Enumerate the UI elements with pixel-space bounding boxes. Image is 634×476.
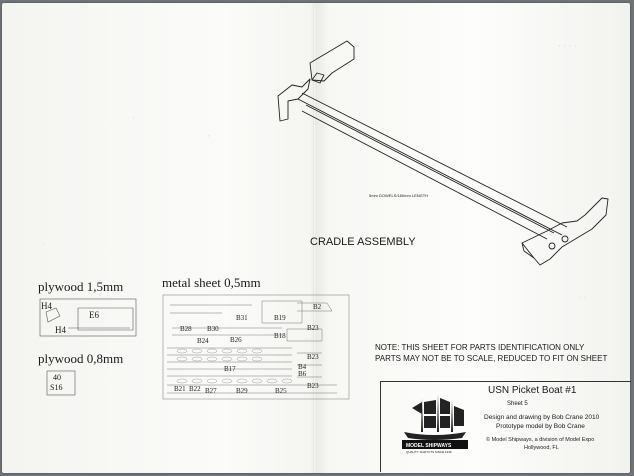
- faint-mark: ·: [207, 131, 210, 141]
- part-label: B17: [224, 365, 236, 373]
- part-label: S16: [50, 383, 63, 392]
- part-label: B23: [307, 382, 319, 390]
- plywood-08-heading: plywood 0,8mm: [38, 351, 124, 366]
- faint-mark: ·: [42, 239, 45, 249]
- ship-icon: [402, 394, 468, 449]
- part-label: B24: [197, 337, 209, 345]
- part-label: B19: [274, 314, 286, 322]
- city-line: Hollywood, FL: [524, 445, 559, 451]
- part-label: B26: [230, 336, 242, 344]
- logo-subtext: QUALITY SHIP KITS SINCE 1946: [406, 450, 452, 454]
- part-label: H4: [41, 301, 52, 311]
- part-label: 40: [53, 373, 61, 382]
- plywood-15-parts-drawing: [39, 298, 137, 337]
- part-label: B28: [180, 325, 192, 333]
- part-label: B23: [307, 353, 319, 361]
- part-label: B6: [298, 370, 307, 378]
- sheet-number: Sheet 5: [507, 401, 528, 407]
- part-label: B29: [236, 387, 248, 395]
- part-label: B2: [313, 303, 322, 311]
- part-label: B25: [275, 387, 287, 395]
- drawing-sheet: · · · · · · · · · 5mm DOWELS/180mm LENGT…: [2, 3, 631, 473]
- part-label: H4: [55, 325, 66, 335]
- sheet-title: USN Picket Boat #1: [488, 385, 577, 396]
- part-label: B31: [236, 314, 248, 322]
- faint-mark: · ·: [578, 293, 587, 303]
- design-credit: Design and drawing by Bob Crane 2010: [484, 414, 600, 421]
- logo-text: MODEL SHIPWAYS: [406, 443, 452, 449]
- note-line-1: NOTE: THIS SHEET FOR PARTS IDENTIFICATIO…: [375, 343, 585, 352]
- part-label: B23: [307, 324, 319, 332]
- part-label: B22: [189, 385, 201, 393]
- plywood-15-heading: plywood 1,5mm: [38, 279, 124, 294]
- metal-sheet-parts-drawing: [162, 294, 350, 400]
- assembly-title: CRADLE ASSEMBLY: [310, 236, 416, 248]
- part-label: B4: [298, 363, 307, 371]
- prototype-credit: Prototype model by Bob Crane: [496, 423, 585, 430]
- metal-sheet-heading: metal sheet 0,5mm: [162, 275, 261, 290]
- copyright-line: © Model Shipways, a division of Model Ex…: [486, 437, 595, 443]
- faint-mark: · · · ·: [558, 41, 577, 51]
- model-shipways-logo: [394, 388, 476, 456]
- part-label: B30: [207, 325, 219, 333]
- plywood-08-parts-drawing: [46, 370, 76, 396]
- paper-fold: [313, 3, 315, 473]
- faint-mark: ·: [132, 113, 135, 123]
- cradle-drawing: [277, 40, 609, 266]
- part-label: B21: [174, 385, 186, 393]
- title-block: [380, 381, 631, 472]
- part-label: E6: [89, 310, 99, 320]
- part-label: B18: [274, 332, 286, 340]
- dowel-note: 5mm DOWELS/180mm LENGTH: [369, 193, 429, 198]
- part-label: B27: [205, 387, 217, 395]
- note-line-2: PARTS MAY NOT BE TO SCALE, REDUCED TO FI…: [375, 354, 608, 363]
